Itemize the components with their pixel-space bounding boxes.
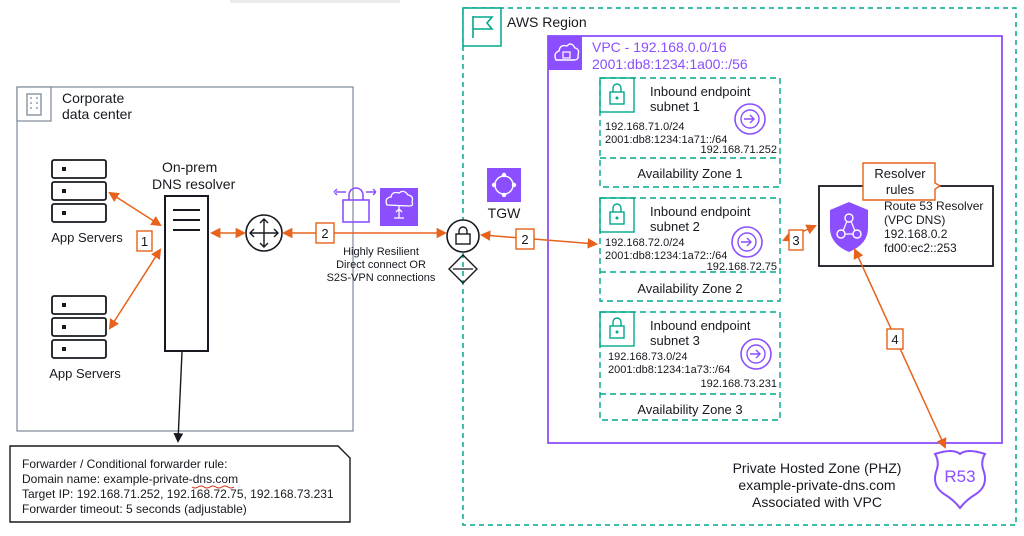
building-icon — [16, 86, 52, 122]
az-1-label: Availability Zone 1 — [637, 166, 742, 181]
flag-icon — [462, 7, 502, 47]
az-3-label: Availability Zone 3 — [637, 402, 742, 417]
corporate-border — [16, 86, 354, 432]
resolver-endpoint-icon — [734, 103, 766, 135]
resolver-rules-label-2: rules — [886, 182, 915, 197]
phz-domain: example-private-dns.com — [738, 477, 895, 493]
subnet-lock-icon — [599, 311, 635, 347]
arrow-tgw-to-endpoint — [479, 230, 599, 249]
endpoint-3-ip: 192.168.73.231 — [701, 378, 777, 390]
subnet-3-ipv6: 2001:db8:1234:1a73::/64 — [608, 364, 730, 376]
step-3-badge: 3 — [788, 229, 804, 251]
transit-gateway-icon — [487, 168, 521, 202]
onprem-label-1: On-prem — [162, 159, 217, 175]
subnet-1-title: Inbound endpoint — [650, 84, 751, 99]
subnet-1-ipv4: 192.168.71.0/24 — [605, 121, 685, 133]
forwarder-timeout: Forwarder timeout: 5 seconds (adjustable… — [22, 502, 247, 516]
connection-label-2: Direct connect OR — [336, 259, 426, 271]
resolver-endpoint-icon — [731, 226, 763, 258]
dns-server-icon — [164, 195, 209, 352]
arrow-resolver-to-servers-bottom — [108, 248, 162, 330]
app-servers-top-icon — [51, 159, 107, 223]
vpc-cidr-ipv6: 2001:db8:1234:1a00::/56 — [592, 56, 748, 72]
step-2-badge-aws: 2 — [515, 228, 535, 250]
availability-zone-1: Inbound endpoint subnet 1 192.168.71.0/2… — [599, 77, 781, 188]
aws-region-group: AWS Region — [462, 7, 1017, 526]
svg-text:1: 1 — [141, 234, 148, 249]
endpoint-1-ip: 192.168.71.252 — [701, 144, 777, 156]
subnet-lock-icon — [599, 77, 635, 113]
svg-text:4: 4 — [891, 332, 898, 347]
forwarder-domain: Domain name: example-private-dns.com — [22, 472, 238, 486]
corporate-datacenter-group: Corporate data center — [16, 86, 354, 432]
top-shadow — [230, 0, 400, 3]
step-1-badge: 1 — [136, 230, 153, 252]
forwarder-rule-note: Forwarder / Conditional forwarder rule: … — [9, 445, 351, 523]
az-2-label: Availability Zone 2 — [637, 281, 742, 296]
route53-shield-icon — [830, 202, 868, 252]
phz-title: Private Hosted Zone (PHZ) — [733, 460, 902, 476]
forwarder-target-ips: Target IP: 192.168.71.252, 192.168.72.75… — [22, 487, 334, 501]
subnet-2-title: Inbound endpoint — [650, 204, 751, 219]
aws-region-label: AWS Region — [507, 14, 587, 30]
route53-resolver-box: Resolver rules Route 53 Resolver (VPC DN… — [818, 162, 994, 267]
subnet-1-ipv6: 2001:db8:1234:1a71::/64 — [605, 134, 727, 146]
arrow-resolver-to-servers-top — [108, 191, 162, 227]
route53-ipv4: 192.168.0.2 — [884, 227, 948, 241]
phz-association: Associated with VPC — [752, 494, 882, 510]
subnet-2-ipv4: 192.168.72.0/24 — [605, 237, 685, 249]
resolver-endpoint-icon — [740, 338, 772, 370]
tgw-label: TGW — [488, 205, 521, 221]
router-icon — [245, 214, 283, 252]
resolver-rules-label-1: Resolver — [874, 166, 926, 181]
availability-zone-3: Inbound endpoint subnet 3 192.168.73.0/2… — [599, 311, 781, 421]
vpc-cidr-ipv4: VPC - 192.168.0.0/16 — [592, 39, 727, 55]
route53-subtitle: (VPC DNS) — [884, 213, 945, 227]
route53-title: Route 53 Resolver — [884, 199, 983, 213]
direct-connect-icon — [380, 188, 418, 226]
vpc-group: VPC - 192.168.0.0/16 2001:db8:1234:1a00:… — [547, 35, 1003, 444]
step-2-badge-onprem: 2 — [315, 222, 335, 244]
connection-label-3: S2S-VPN connections — [327, 272, 436, 284]
subnet-3-subtitle: subnet 3 — [650, 333, 700, 348]
availability-zone-2: Inbound endpoint subnet 2 192.168.72.0/2… — [599, 197, 781, 302]
subnet-3-title: Inbound endpoint — [650, 318, 751, 333]
spellcheck-underline — [191, 485, 235, 489]
arrow-resolver-to-forwarder-note — [173, 351, 184, 443]
corporate-label-2: data center — [62, 106, 132, 122]
endpoint-2-ip: 192.168.72.75 — [707, 261, 777, 273]
subnet-1-subtitle: subnet 1 — [650, 99, 700, 114]
vpn-lock-icon — [333, 187, 377, 223]
app-servers-top-label: App Servers — [51, 230, 123, 245]
svg-text:2: 2 — [521, 232, 528, 247]
route53-ipv6: fd00:ec2::253 — [884, 241, 957, 255]
app-servers-bottom-icon — [51, 295, 107, 359]
app-servers-bottom-label: App Servers — [49, 366, 121, 381]
aws-region-border — [462, 7, 1017, 526]
subnet-2-subtitle: subnet 2 — [650, 219, 700, 234]
svg-text:2: 2 — [321, 226, 328, 241]
corporate-label-1: Corporate — [62, 90, 124, 106]
subnet-3-ipv4: 192.168.73.0/24 — [608, 351, 688, 363]
connection-label-1: Highly Resilient — [343, 246, 419, 258]
svg-text:3: 3 — [792, 233, 799, 248]
vpc-cloud-icon — [548, 36, 582, 70]
onprem-label-2: DNS resolver — [152, 176, 236, 192]
forwarder-rule-title: Forwarder / Conditional forwarder rule: — [22, 457, 227, 471]
step-4-badge: 4 — [886, 328, 904, 350]
resolver-rules-tag: Resolver rules — [862, 162, 942, 201]
r53-badge-icon: R53 — [933, 450, 987, 510]
subnet-2-ipv6: 2001:db8:1234:1a72::/64 — [605, 250, 727, 262]
subnet-lock-icon — [599, 197, 635, 233]
r53-badge-label: R53 — [944, 467, 975, 486]
